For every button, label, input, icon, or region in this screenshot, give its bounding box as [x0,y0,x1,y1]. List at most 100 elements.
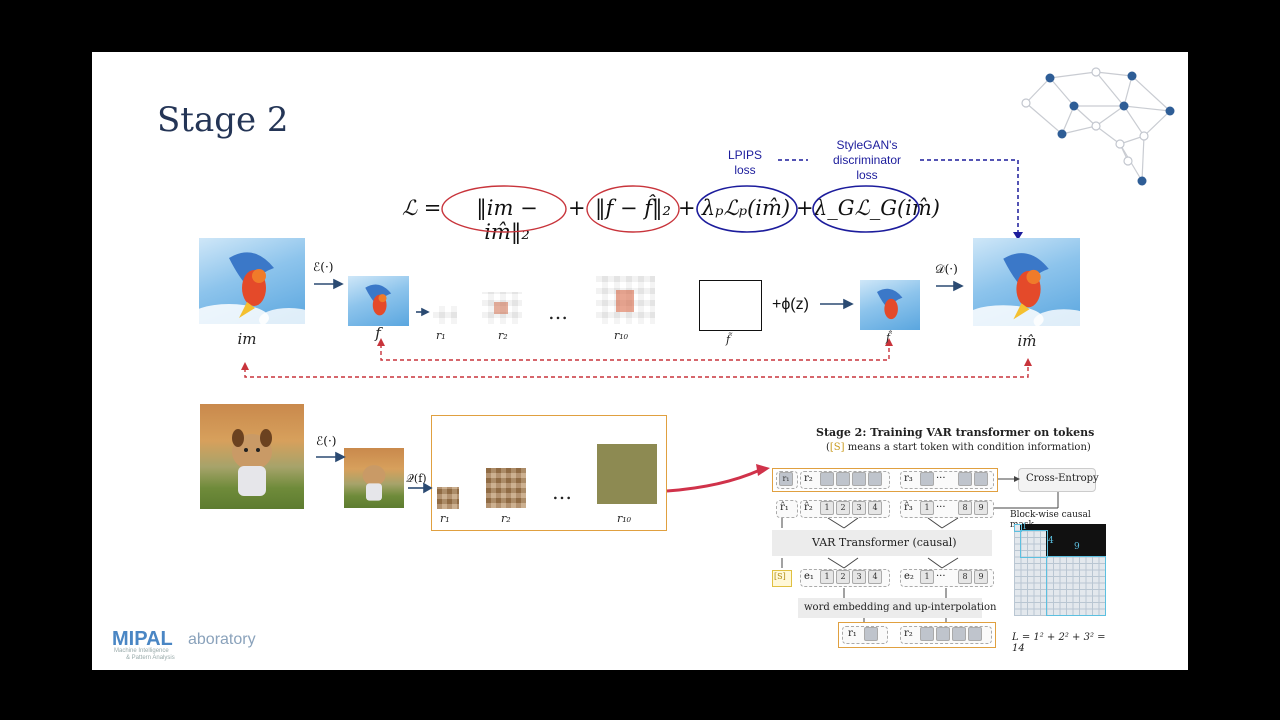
mask-label-9: 9 [1074,542,1080,552]
label-f-hat: f̂ [886,331,891,344]
embedding-block [798,598,982,618]
formula-lhs: ℒ = [402,196,442,220]
reconstructed-image-parrot [973,238,1080,326]
var-transformer-block [772,530,992,556]
subheading-text: means a start token with condition infor… [844,442,1091,453]
token: 1 [920,570,934,584]
ellipsis: … [548,300,568,324]
feature-map-f [348,276,409,326]
label-e2: e₂ [904,571,914,582]
decoder-label: 𝒟(·) [935,262,958,276]
logo-tag-2: & Pattern Analysis [126,655,175,661]
token [936,627,950,641]
phi-z-label: +ϕ(z) [772,296,809,313]
logo-mipal: MIPAL [112,628,173,650]
row2-arrows [316,451,770,494]
mask-block-9 [1046,556,1106,616]
mask-black-region [1046,530,1106,556]
feature-map-f-hat [860,280,920,330]
residual-r10-image [596,276,655,324]
embedding-label: word embedding and up-interpolation [804,602,997,613]
token: 1 [920,501,934,515]
token: 2 [836,501,850,515]
formula-plus: + [796,196,814,220]
token: 4 [868,570,882,584]
ellipsis: ··· [936,502,946,513]
residual-r1-image [433,306,457,324]
label-r2: r₂ [498,329,508,342]
slide: Stage 2 ℒ = ‖im − im̂‖₂ + ‖f − f̂‖₂ + λₚ… [92,52,1188,670]
token [974,472,988,486]
residual-frame [431,415,667,531]
neural-network-icon [1021,67,1175,186]
mask-black-region [1020,524,1106,530]
token [852,472,866,486]
var-panel-arrows [781,476,1059,622]
pred-group-r1 [776,500,798,518]
label-im: im [237,330,257,348]
label-r3-hat: r̂₃ [904,502,913,513]
cross-entropy-box [1018,468,1096,492]
bear-residual-r1 [437,487,459,509]
ellipsis: … [552,480,572,504]
label-r1-hat: r̂₁ [780,502,789,513]
token [958,472,972,486]
input-tokens-frame [838,622,996,648]
bear-residual-r2 [486,468,526,508]
ellipsis: ··· [936,473,946,484]
token [968,627,982,641]
mipal-logo: MIPAL aboratory Machine Intelligence & P… [112,628,282,664]
feature-map-bear [344,448,404,508]
mask-label-1: 1 [1022,522,1028,531]
label-r2-hat: r̂₂ [804,502,813,513]
formula-term-lpips: λₚℒₚ(im̂) [701,196,791,220]
label-im-hat: im̂ [1017,332,1037,350]
start-token [772,570,792,587]
token [820,472,834,486]
mask-formula: L = 1² + 2² + 3² = 14 [1012,632,1106,654]
token: 1 [820,501,834,515]
var-panel: Stage 2: Training VAR transformer on tok… [768,422,1108,654]
encoder-label: ℰ(·) [316,434,337,448]
formula-plus: + [568,196,586,220]
paren-open: ( [826,442,830,453]
stylegan-loss-label: StyleGAN's discriminator loss [832,138,901,182]
token [864,627,878,641]
slide-title: Stage 2 [157,100,289,140]
token: 9 [974,570,988,584]
f-tilde-box [699,280,762,331]
token: 2 [836,570,850,584]
bear-residual-r10 [597,444,657,504]
token [952,627,966,641]
label-r3: r₃ [904,473,913,484]
token: 8 [958,570,972,584]
start-token-label: [S] [774,572,786,581]
token: 3 [852,501,866,515]
token [920,472,934,486]
label-r1: r₁ [848,628,857,639]
target-tokens-frame [772,468,998,492]
mask-block-1 [1014,524,1022,532]
token: 1 [820,570,834,584]
input-image-bear [200,404,304,509]
ellipsis: ··· [936,571,946,582]
token: 4 [868,501,882,515]
formula-plus: + [678,196,696,220]
encoder-label: ℰ(·) [313,260,334,274]
token: 8 [958,501,972,515]
var-panel-subheading: ([S] means a start token with condition … [826,442,1091,453]
token [920,627,934,641]
logo-aboratory: aboratory [188,631,256,648]
token: r₁ [779,472,793,486]
label-r10: r₁₀ [614,329,629,342]
formula-term-feature: ‖f − f̂‖₂ [595,196,671,220]
start-token-tag: [S] [829,442,845,453]
mask-label-4: 4 [1048,536,1054,546]
lpips-loss-label: LPIPS loss [727,148,763,177]
label-f: f [375,324,381,342]
label-f-tilde: f̃ [726,333,731,346]
row1-arrows [241,278,1032,378]
label-r2: r₂ [804,473,813,484]
label-r1: r₁ [440,512,450,525]
label-r1: r₁ [436,329,446,342]
